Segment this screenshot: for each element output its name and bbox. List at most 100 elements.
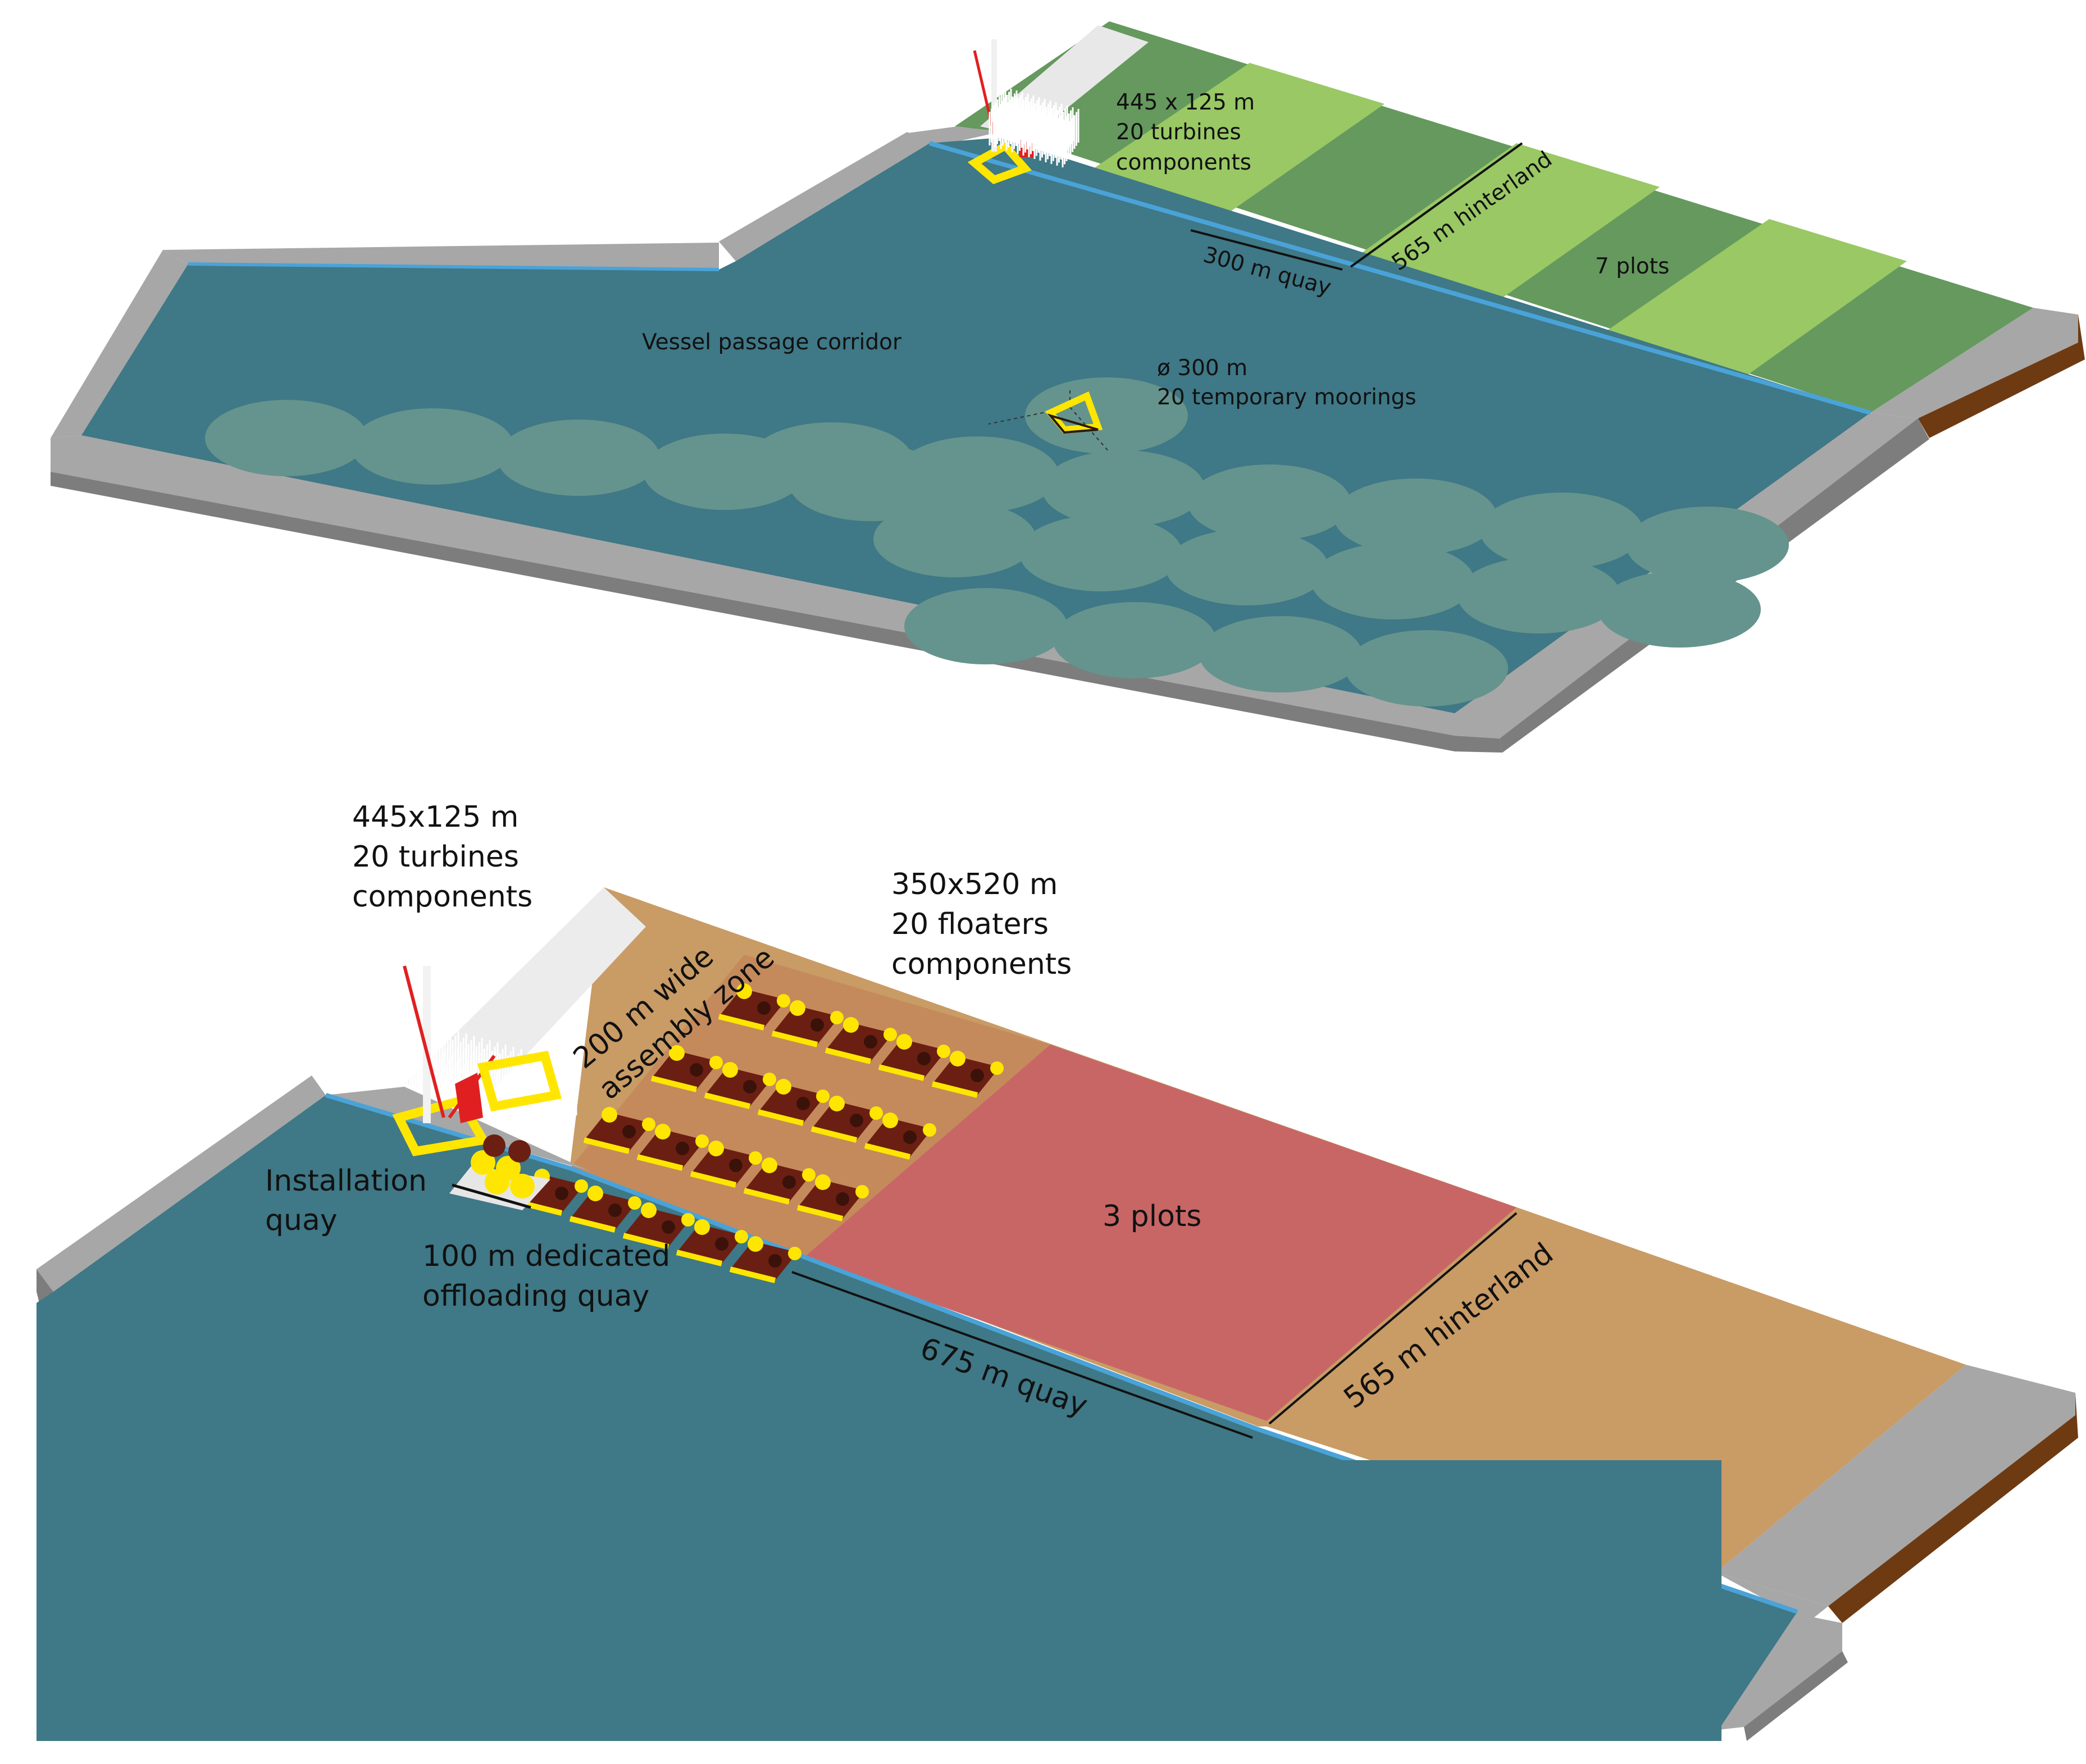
floater-component: [825, 1017, 897, 1064]
bottom-turbine-area-label-1: 445x125 m: [352, 800, 518, 834]
top-basin-wall-left: [51, 250, 188, 438]
crane-boom: [403, 965, 445, 1118]
floater-column: [508, 1140, 531, 1163]
temporary-mooring: [1188, 464, 1351, 541]
temporary-mooring: [1165, 529, 1328, 605]
top-corridor-label: Vessel passage corridor: [642, 330, 902, 355]
bottom-water-foreground: [37, 1460, 1721, 1741]
top-basin-wall-left-back: [163, 243, 719, 270]
top-moored-floater: [988, 388, 1110, 453]
temporary-mooring: [750, 422, 913, 499]
floater-component: [757, 1079, 830, 1126]
floater-component: [729, 1236, 801, 1283]
temporary-mooring: [351, 408, 514, 485]
bottom-offloading-dimension-line: [452, 1183, 531, 1209]
temporary-mooring: [1311, 543, 1474, 619]
top-moorings: [205, 377, 1789, 706]
bottom-plots-area: [803, 1045, 1516, 1421]
top-plots-label: 7 plots: [1595, 254, 1669, 279]
temporary-mooring: [205, 400, 368, 476]
temporary-mooring: [1199, 616, 1362, 692]
top-hinterland-dimension-line: [1350, 142, 1523, 268]
top-turbine-area-label-1: 445 x 125 m: [1116, 90, 1255, 115]
bottom-basin-wall-front: [1716, 1572, 1828, 1623]
bottom-quay-dimension-line: [791, 1271, 1253, 1439]
floater-component: [704, 1062, 776, 1109]
temporary-mooring: [1598, 571, 1761, 648]
bottom-installation-crane: [392, 965, 562, 1156]
temporary-mooring: [896, 436, 1059, 513]
top-yard-texture: [989, 87, 1080, 167]
floater-column: [471, 1150, 495, 1175]
bottom-offloading-barge: [449, 1134, 550, 1210]
bottom-installation-quay-label-1: Installation: [265, 1164, 427, 1198]
temporary-mooring: [1480, 493, 1643, 569]
floater-component: [810, 1096, 883, 1143]
temporary-mooring: [1042, 450, 1205, 527]
bottom-offloading-quay-label-2: offloading quay: [422, 1279, 649, 1313]
bottom-turbine-area-label-2: 20 turbines: [352, 840, 519, 874]
floater-component: [771, 1000, 844, 1047]
bottom-basin-wall-left: [37, 1075, 326, 1292]
bottom-floater-area-label-3: components: [891, 947, 1072, 981]
temporary-mooring: [1345, 630, 1508, 706]
temporary-mooring: [497, 420, 660, 496]
bottom-floater-grid: [516, 983, 1004, 1283]
floater-component: [676, 1219, 748, 1266]
floater-component: [690, 1141, 762, 1188]
bottom-floater-area-label-1: 350x520 m: [891, 868, 1058, 901]
bottom-basin-wall-end-face: [1744, 1651, 1848, 1741]
floater-component: [650, 1045, 723, 1092]
floater-column: [485, 1170, 509, 1195]
floater-component: [931, 1051, 1004, 1098]
top-turbine-area-label-2: 20 turbines: [1116, 120, 1241, 145]
temporary-mooring: [1334, 478, 1497, 555]
floater-column: [510, 1174, 535, 1198]
floater-component: [569, 1186, 641, 1233]
bottom-turbine-area-label-3: components: [352, 880, 532, 914]
temporary-mooring: [904, 588, 1067, 664]
top-layout: 445 x 125 m 20 turbines components 300 m…: [51, 21, 2085, 753]
floater-column: [483, 1134, 505, 1157]
floater-component: [796, 1174, 869, 1221]
bottom-layout: 445x125 m 20 turbines components 350x520…: [37, 800, 2078, 1741]
bottom-floater-area-label-2: 20 floaters: [891, 908, 1049, 941]
top-basin-edge-line: [188, 262, 719, 271]
temporary-mooring: [873, 501, 1036, 577]
top-land-end-wall: [1870, 308, 2078, 418]
assembly-floater: [477, 1050, 562, 1112]
temporary-mooring: [1626, 507, 1789, 583]
top-moorings-label-1: ø 300 m: [1157, 355, 1247, 381]
floater-hull-shadow: [1047, 413, 1099, 434]
temporary-mooring: [1025, 377, 1188, 454]
floater-component: [864, 1113, 936, 1160]
top-basin-wall-front-face: [51, 472, 1502, 753]
bottom-offloading-quay-label-1: 100 m dedicated: [422, 1239, 670, 1273]
bottom-basin-wall-end: [1719, 1612, 1842, 1730]
top-basin-wall-right: [719, 132, 930, 261]
temporary-mooring: [1053, 602, 1216, 678]
floater-component: [743, 1157, 816, 1205]
bottom-hinterland-dimension-line: [1268, 1212, 1518, 1425]
bottom-turbine-yard: [404, 887, 646, 1095]
top-land-strip-2: [1340, 143, 1660, 312]
bottom-installation-quay-label-2: quay: [265, 1204, 338, 1237]
crane-base: [455, 1073, 483, 1123]
floater-component: [583, 1107, 655, 1154]
top-quay-dimension-line: [1190, 229, 1343, 271]
top-land-strip-3: [1589, 219, 1907, 388]
top-turbine-area-label-3: components: [1116, 150, 1251, 175]
temporary-mooring: [1019, 515, 1182, 591]
top-quay-edge-line: [928, 141, 1871, 415]
floater-component: [636, 1124, 709, 1171]
floater-hull: [1045, 391, 1103, 434]
temporary-mooring: [1458, 557, 1620, 633]
floater-component: [622, 1202, 695, 1250]
bottom-land-end-wall: [1716, 1365, 2075, 1606]
floater-component: [878, 1034, 950, 1081]
bottom-plots-label: 3 plots: [1103, 1200, 1201, 1233]
floater-component: [718, 983, 790, 1031]
top-moorings-label-2: 20 temporary moorings: [1157, 385, 1417, 410]
